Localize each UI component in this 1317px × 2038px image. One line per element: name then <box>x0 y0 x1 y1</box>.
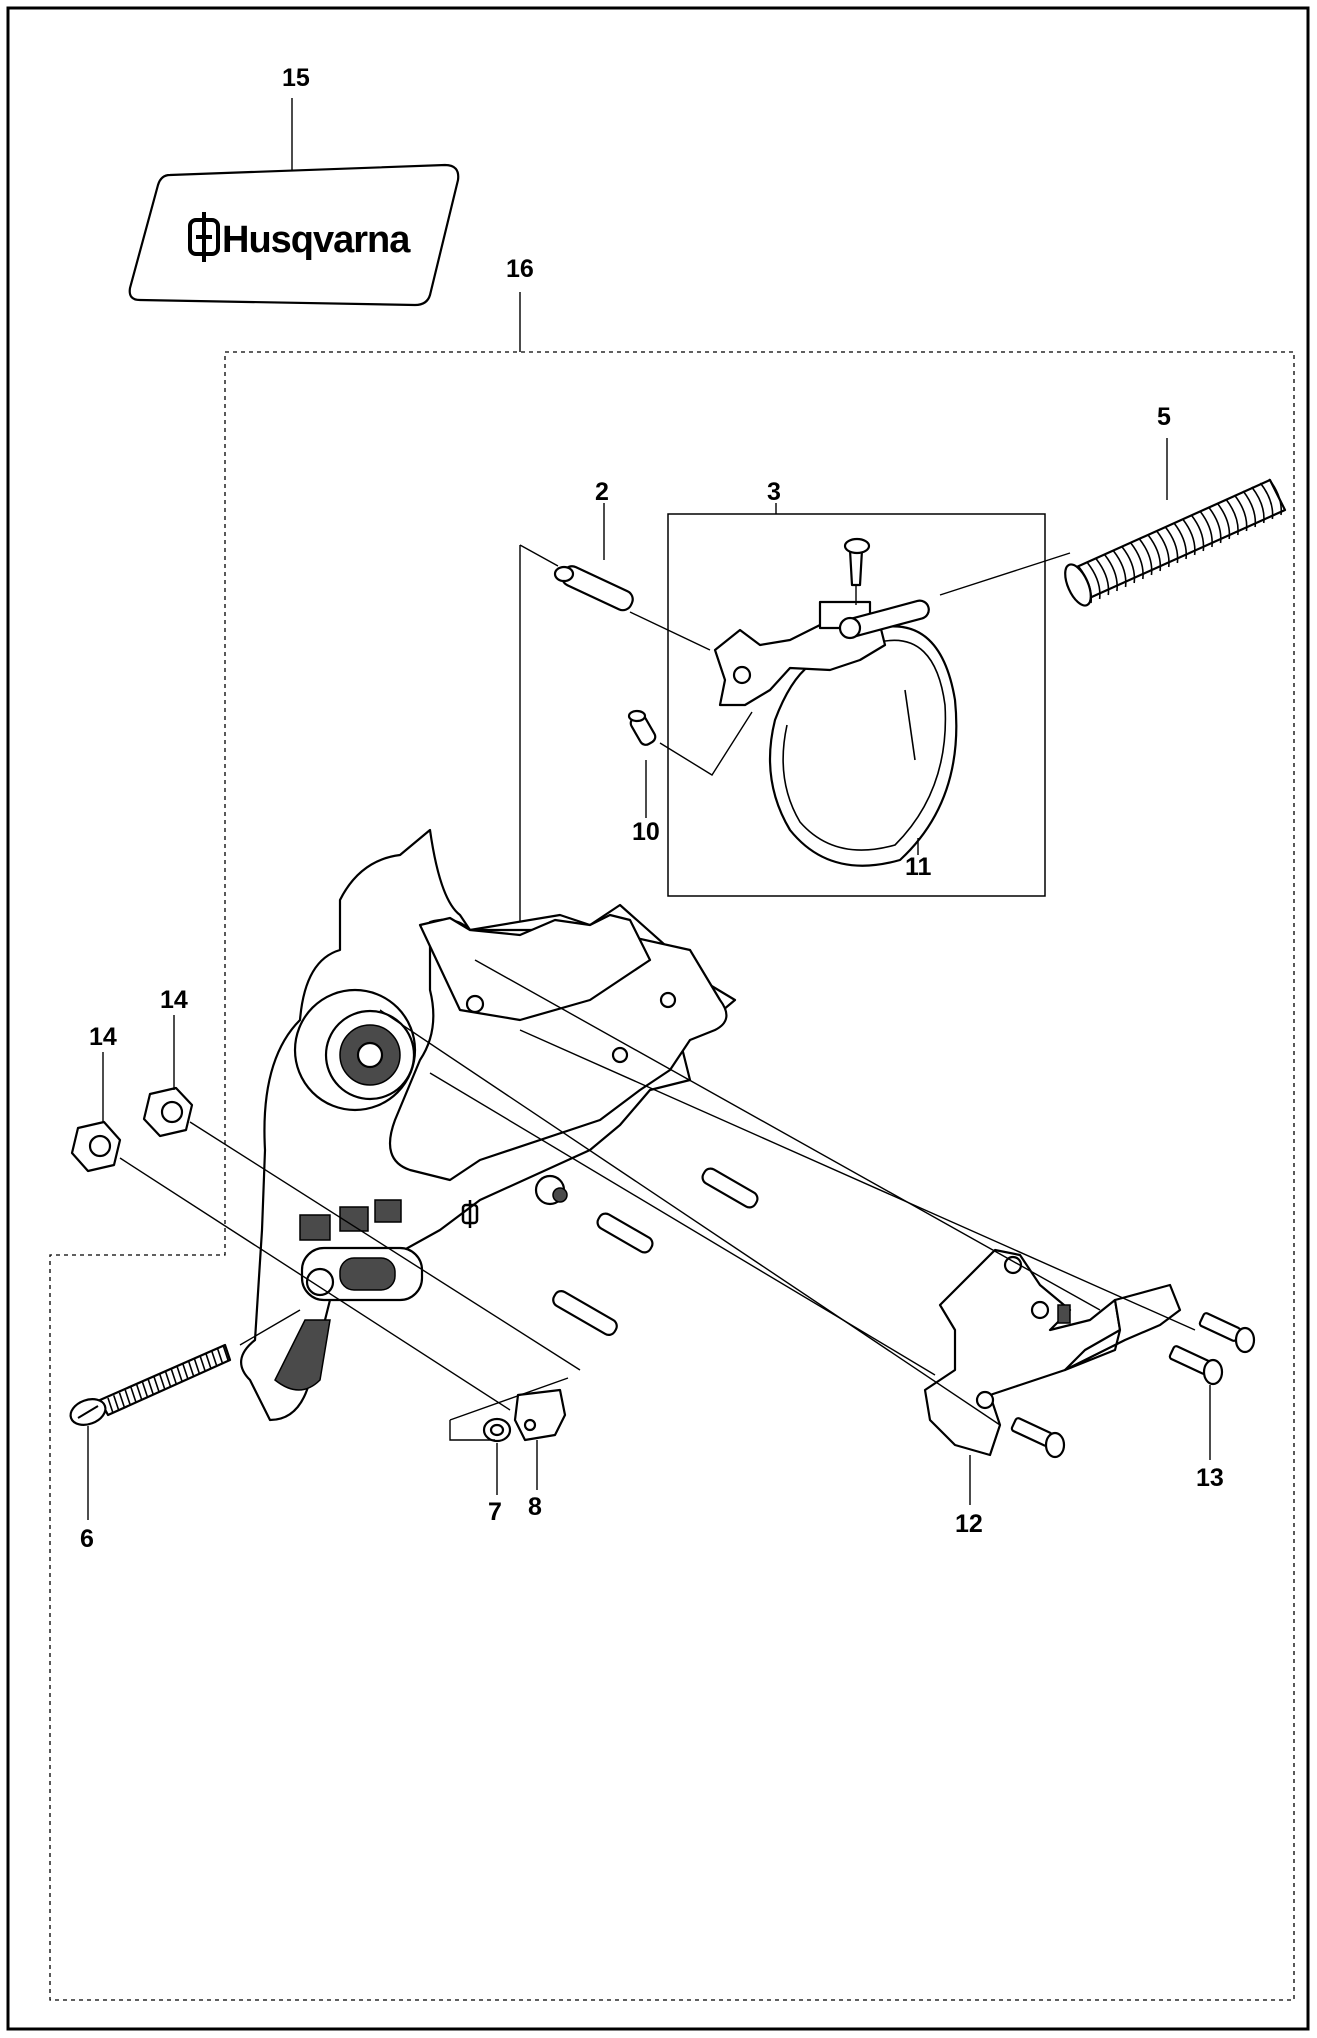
bolt-part-6 <box>69 1343 232 1426</box>
callout-16: 16 <box>506 255 534 283</box>
callout-11: 11 <box>905 853 932 881</box>
decal-part-15: Husqvarna <box>128 163 460 307</box>
assembly-3-box <box>667 513 1046 897</box>
callout-14-right: 14 <box>160 986 188 1014</box>
bolt-threads <box>107 1344 229 1414</box>
callout-13: 13 <box>1196 1464 1224 1492</box>
assembly-16-boundary <box>49 351 1295 2001</box>
brake-band-part-11 <box>768 625 958 867</box>
screw-part-13-b <box>1168 1345 1224 1386</box>
callout-3: 3 <box>767 478 781 506</box>
callout-8: 8 <box>528 1493 542 1521</box>
brake-lever-part-3 <box>713 537 930 707</box>
nut-part-14-right <box>142 1086 194 1138</box>
dowel-pins <box>552 1167 759 1336</box>
pin-part-10 <box>627 709 657 746</box>
clutch-cover-housing <box>240 828 737 1422</box>
screw-part-12 <box>1010 1417 1066 1459</box>
callout-5: 5 <box>1157 403 1171 431</box>
callout-15: 15 <box>282 64 310 92</box>
outer-frame <box>6 6 1310 2031</box>
callout-14-left: 14 <box>89 1023 117 1051</box>
callout-6: 6 <box>80 1525 94 1553</box>
screw-part-13-a <box>1198 1312 1256 1354</box>
block-part-8 <box>513 1388 567 1442</box>
leader-10-link <box>659 711 753 776</box>
drum-wheel <box>293 988 417 1112</box>
leader-7-8-step <box>449 1377 569 1441</box>
callout-7: 7 <box>488 1498 502 1526</box>
washer-part-7 <box>482 1417 512 1443</box>
brand-logo-text: Husqvarna <box>222 219 411 261</box>
chain-guard-bracket-part-12 <box>923 1248 1182 1457</box>
callout-2: 2 <box>595 478 609 506</box>
leader-5-link <box>939 552 1071 596</box>
pin-part-2 <box>553 565 634 612</box>
husqvarna-logo-icon <box>188 212 220 262</box>
housing-logo-icon <box>461 1200 479 1228</box>
explosion-lines <box>119 959 1196 1426</box>
callout-10: 10 <box>632 818 660 846</box>
leader-2-link <box>629 611 711 651</box>
spring-part-5 <box>1064 478 1287 607</box>
nut-part-14-left <box>70 1120 122 1173</box>
callout-12: 12 <box>955 1510 983 1538</box>
